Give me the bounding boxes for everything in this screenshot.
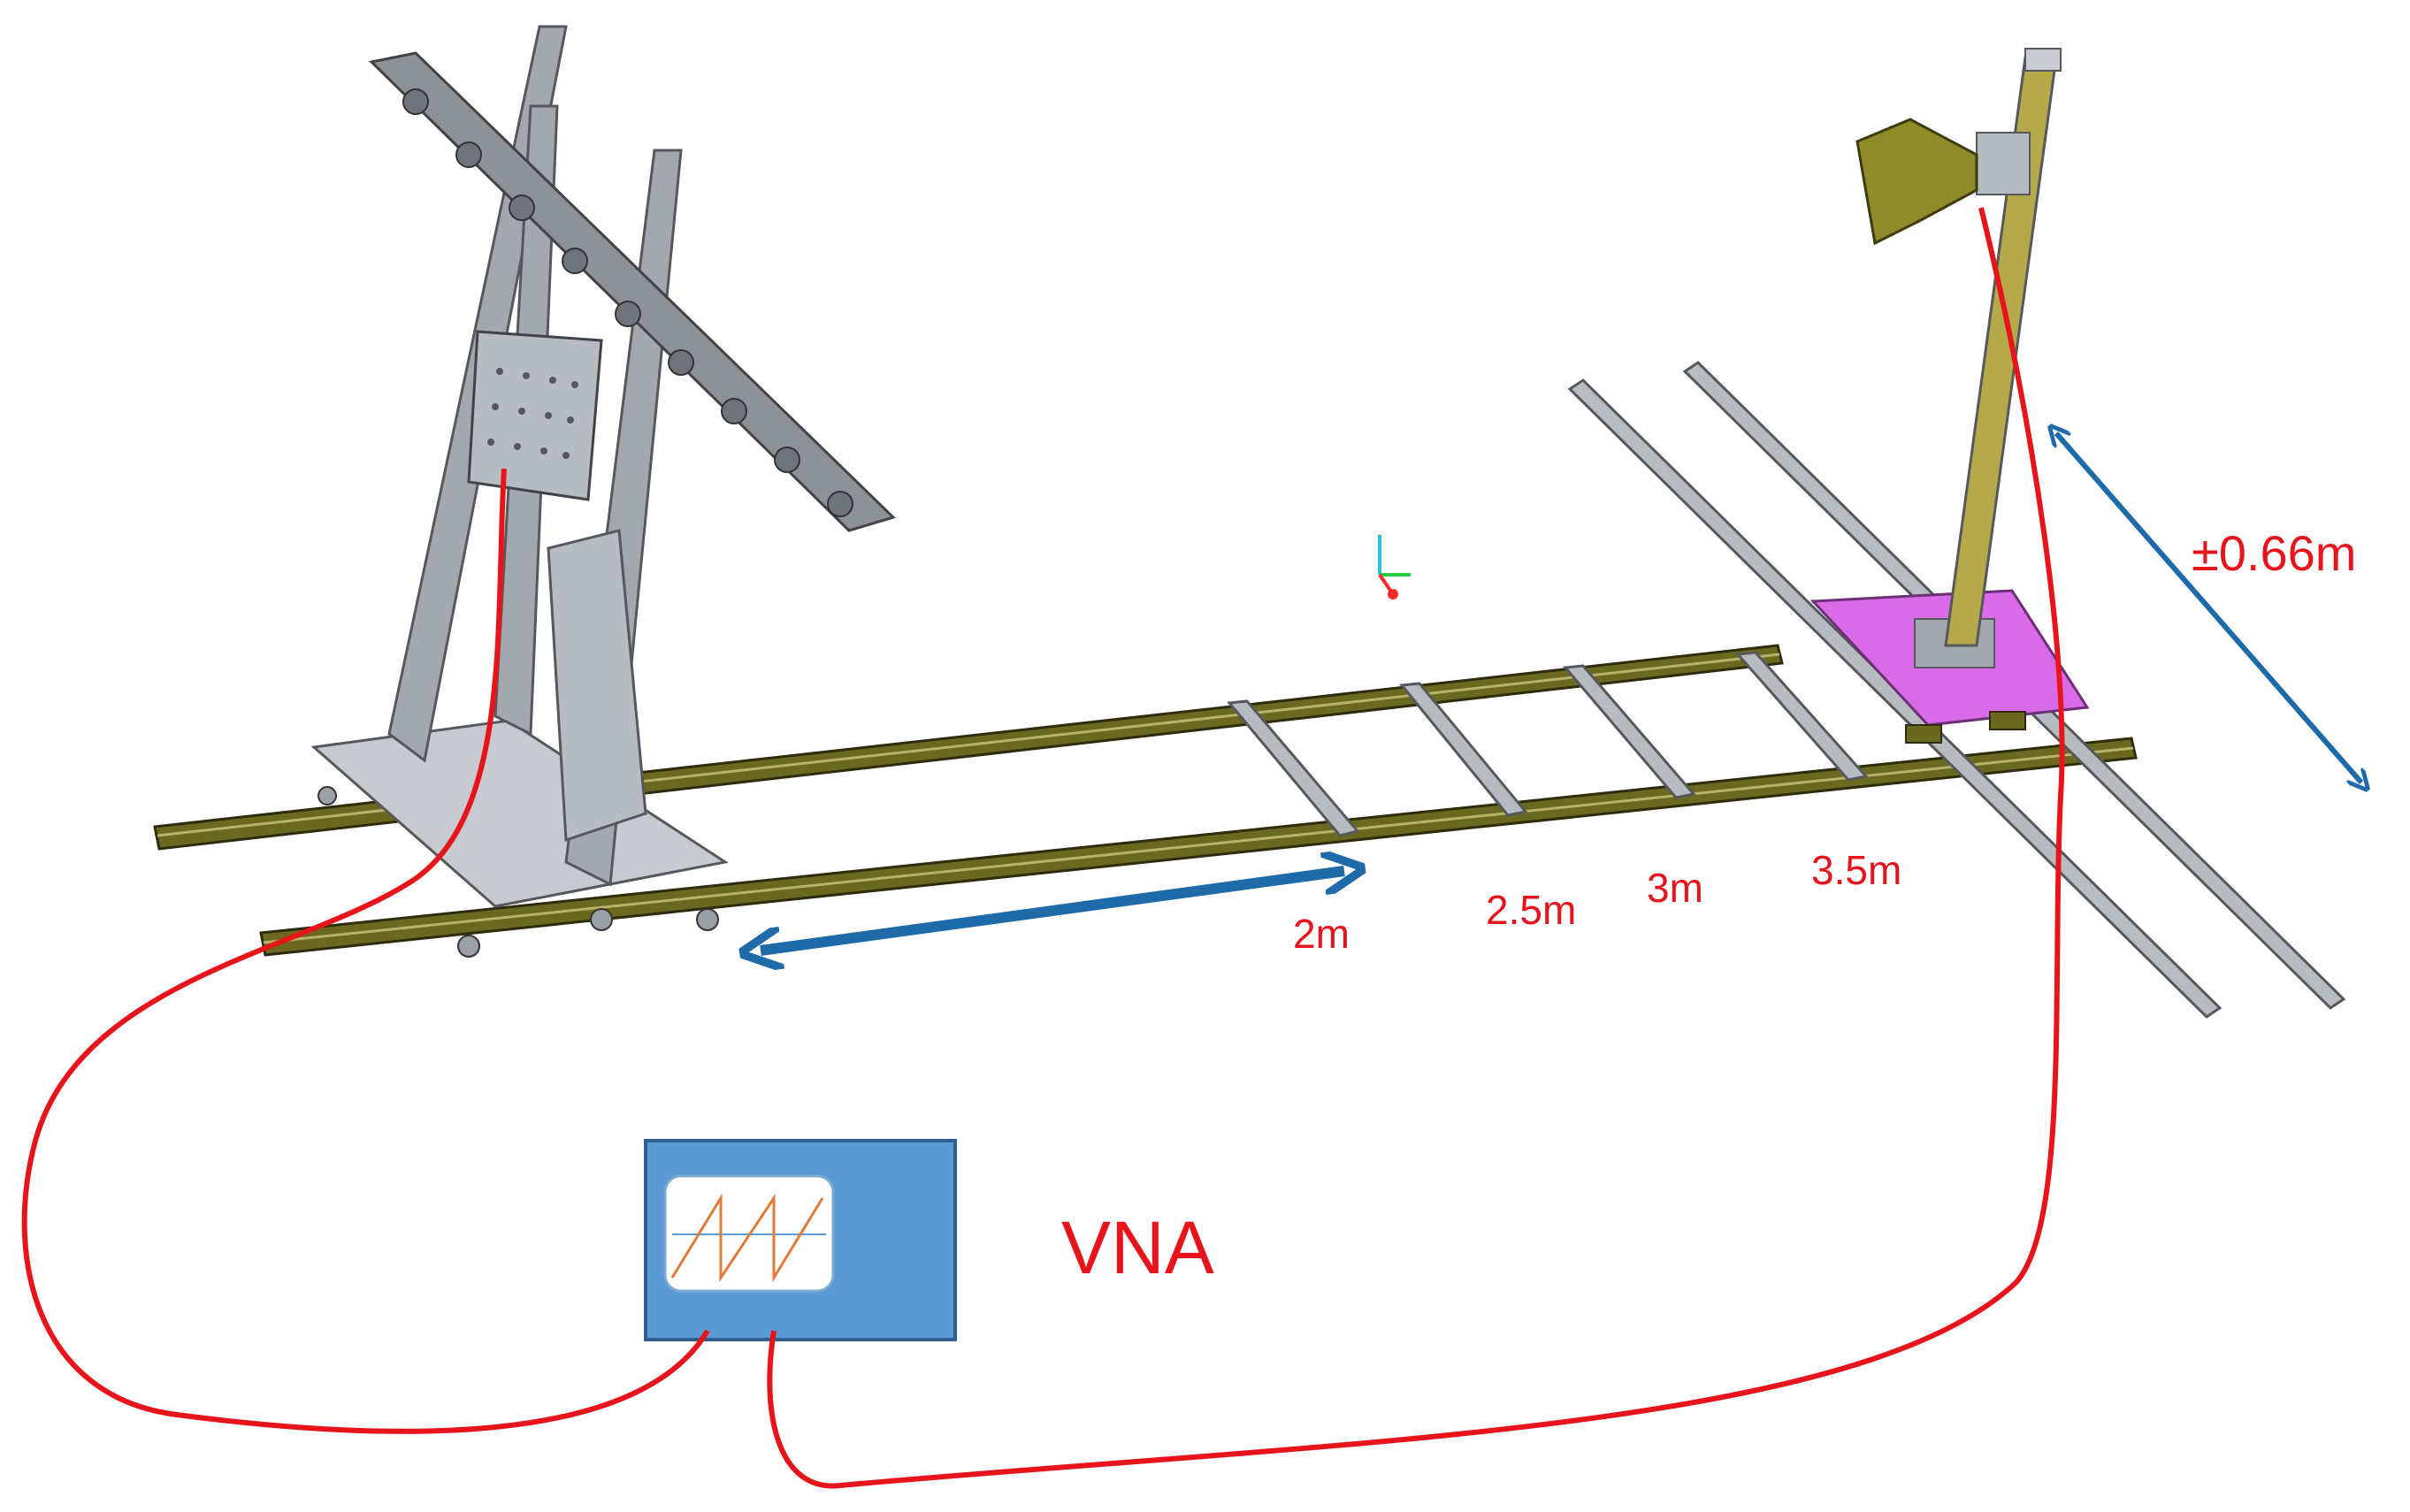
label-2-5m: 2.5m — [1486, 887, 1576, 933]
horn-antenna — [1855, 118, 1978, 246]
left-cable — [21, 468, 710, 1434]
antenna-panel — [467, 330, 603, 501]
cross-bar — [1227, 699, 1360, 837]
label-vna: VNA — [1061, 1206, 1214, 1289]
xyz-axis-icon — [1378, 535, 1411, 599]
label-3-5m: 3.5m — [1811, 847, 1901, 893]
label-3m: 3m — [1647, 865, 1703, 911]
receiver-carriage — [1809, 48, 2090, 744]
horizontal-range-arrow — [761, 871, 1344, 951]
label-lateral-range: ±0.66m — [2192, 525, 2356, 581]
cross-bar — [1563, 664, 1696, 799]
lateral-range-arrow — [2056, 433, 2361, 783]
antenna-boom — [368, 51, 896, 532]
transverse-rail-left — [1567, 378, 2223, 1019]
base-plate — [310, 719, 729, 908]
transmitter-tower — [310, 25, 896, 958]
sawtooth-waveform-icon — [670, 1193, 826, 1283]
cross-bar — [1734, 651, 1869, 782]
boom-rollers — [402, 88, 853, 517]
vna-instrument — [644, 1139, 957, 1341]
right-cable — [767, 207, 2065, 1489]
label-2m: 2m — [1293, 911, 1350, 957]
cross-bar — [1399, 682, 1528, 817]
